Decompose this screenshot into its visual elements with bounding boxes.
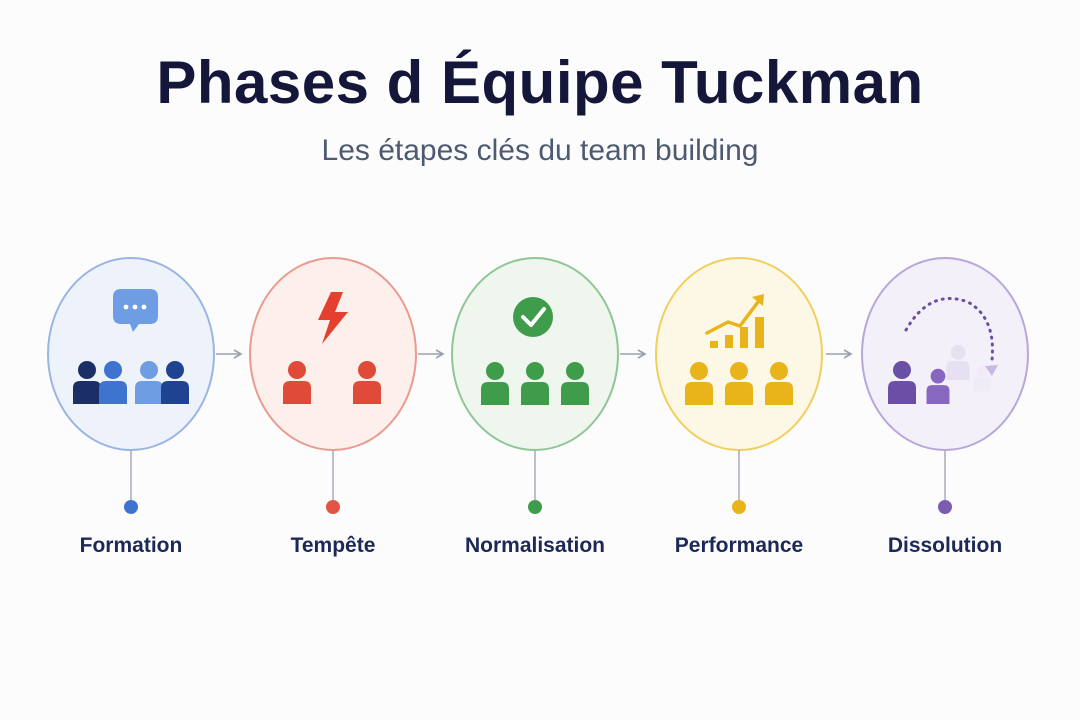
dotted-arc-icon	[904, 297, 998, 376]
stage-performance	[655, 257, 823, 514]
speech-bubble-icon	[113, 289, 158, 332]
stage-circle	[655, 257, 823, 451]
stage-dissolution	[861, 257, 1029, 514]
stage-tempete	[249, 257, 417, 514]
stage-marker	[732, 500, 746, 514]
stage-circle	[47, 257, 215, 451]
team-icon	[481, 362, 589, 405]
check-circle-icon	[513, 297, 553, 337]
team-icon	[685, 362, 793, 405]
lightning-icon	[318, 292, 348, 344]
stage-label-tempete: Tempête	[290, 534, 376, 557]
page-title: Phases d Équipe Tuckman	[156, 49, 924, 116]
page-subtitle: Les étapes clés du team building	[321, 134, 759, 167]
stage-label-performance: Performance	[674, 534, 804, 557]
stage-label-formation: Formation	[79, 534, 183, 557]
stage-marker	[528, 500, 542, 514]
stage-label-dissolution: Dissolution	[887, 534, 1003, 557]
stage-marker	[938, 500, 952, 514]
growth-chart-icon	[705, 294, 764, 348]
stage-circle	[861, 257, 1029, 451]
stage-circle	[249, 257, 417, 451]
stage-formation	[47, 257, 215, 514]
stage-label-normalisation: Normalisation	[464, 534, 606, 557]
stage-circle	[451, 257, 619, 451]
stage-marker	[124, 500, 138, 514]
stage-normalisation	[451, 257, 619, 514]
stage-marker	[326, 500, 340, 514]
